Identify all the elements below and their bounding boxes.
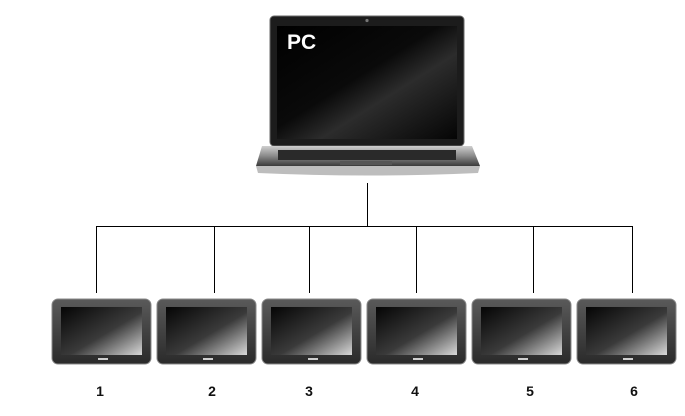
panel-label-4: 4 — [411, 383, 419, 399]
panel-device-icon-3 — [261, 298, 362, 365]
panel-device-icon-5 — [471, 298, 572, 365]
panel-label-1: 1 — [96, 383, 104, 399]
panel-device-icon-2 — [156, 298, 257, 365]
panel-label-6: 6 — [630, 383, 638, 399]
connection-lines — [96, 183, 633, 293]
pc-label: PC — [287, 31, 317, 54]
panel-device-icon-6 — [576, 298, 677, 365]
laptop-pc-icon — [256, 15, 480, 176]
panel-device-icon-4 — [366, 298, 467, 365]
panel-label-5: 5 — [526, 383, 534, 399]
panel-label-2: 2 — [208, 383, 216, 399]
panel-device-icon-1 — [51, 298, 152, 365]
panel-label-3: 3 — [305, 383, 313, 399]
